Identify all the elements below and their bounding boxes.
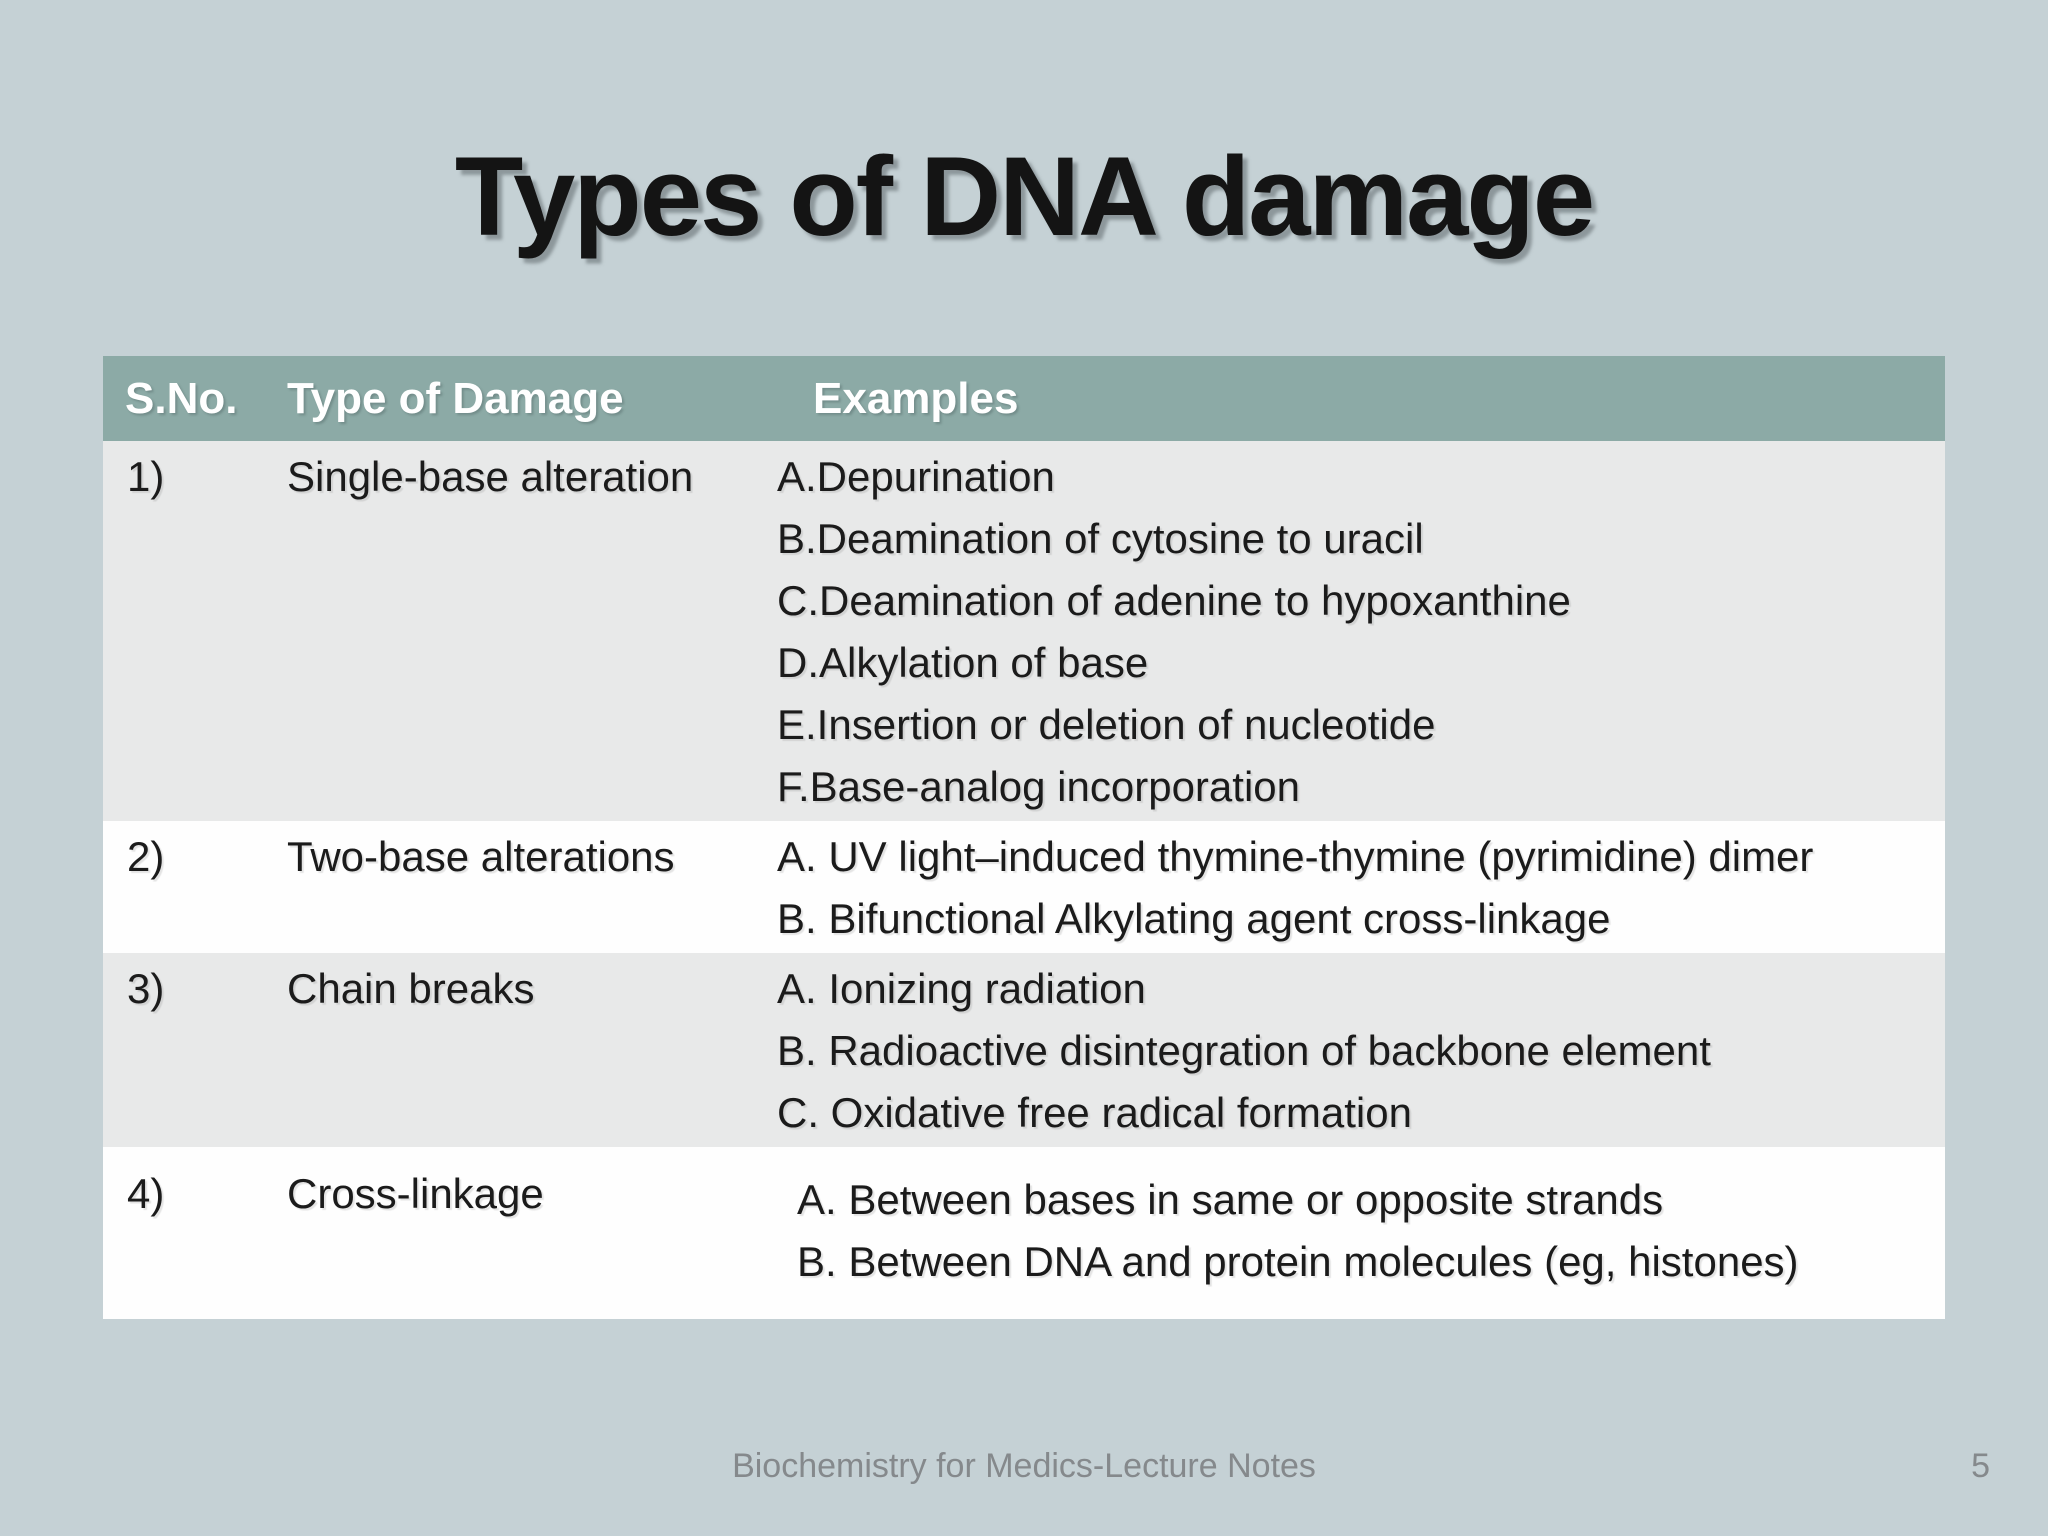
example-line: B. Radioactive disintegration of backbon…: [777, 1027, 1711, 1074]
table-row: 3) Chain breaks A. Ionizing radiation B. …: [103, 953, 1945, 1147]
example-line: E.Insertion or deletion of nucleotide: [777, 701, 1436, 748]
example-line: C. Oxidative free radical formation: [777, 1089, 1412, 1136]
example-line: A. Ionizing radiation: [777, 965, 1146, 1012]
example-line: F.Base-analog incorporation: [777, 763, 1300, 810]
example-line: A.Depurination: [777, 453, 1055, 500]
cell-damage-type: Single-base alteration: [287, 453, 694, 500]
cell-examples: A. Ionizing radiation B. Radioactive disi…: [765, 953, 1945, 1147]
header-cell-examples: Examples: [813, 373, 1019, 423]
cell-serial-number: 1): [127, 453, 165, 500]
cell-examples: A. UV light–induced thymine-thymine (pyr…: [765, 821, 1945, 953]
example-line: A. Between bases in same or opposite str…: [797, 1176, 1664, 1223]
cell-serial-number: 4): [127, 1170, 165, 1217]
cell-damage-type: Chain breaks: [287, 965, 535, 1012]
footer-text: Biochemistry for Medics-Lecture Notes: [732, 1447, 1316, 1485]
cell-serial-number: 2): [127, 833, 165, 880]
cell-examples: A. Between bases in same or opposite str…: [765, 1147, 1945, 1319]
header-cell-sno: S.No.: [125, 373, 238, 423]
table-row: 4) Cross-linkage A. Between bases in sam…: [103, 1147, 1945, 1319]
example-line: B. Bifunctional Alkylating agent cross-l…: [777, 895, 1611, 942]
dna-damage-table: S.No. Type of Damage Examples 1) Single-…: [103, 356, 1945, 1319]
example-line: B.Deamination of cytosine to uracil: [777, 515, 1424, 562]
table-header-row: S.No. Type of Damage Examples: [103, 356, 1945, 441]
cell-damage-type: Cross-linkage: [287, 1170, 544, 1217]
table-body: 1) Single-base alteration A.Depurination…: [103, 441, 1945, 1319]
example-line: D.Alkylation of base: [777, 639, 1149, 686]
page-number: 5: [1971, 1447, 1990, 1485]
example-line: C.Deamination of adenine to hypoxanthine: [777, 577, 1571, 624]
example-line: A. UV light–induced thymine-thymine (pyr…: [777, 833, 1814, 880]
cell-damage-type: Two-base alterations: [287, 833, 675, 880]
table-row: 2) Two-base alterations A. UV light–indu…: [103, 821, 1945, 953]
table-row: 1) Single-base alteration A.Depurination…: [103, 441, 1945, 821]
slide-title: Types of DNA damage: [454, 134, 1595, 259]
cell-serial-number: 3): [127, 965, 165, 1012]
header-cell-type-of-damage: Type of Damage: [287, 373, 624, 423]
example-line: B. Between DNA and protein molecules (eg…: [797, 1238, 1799, 1285]
